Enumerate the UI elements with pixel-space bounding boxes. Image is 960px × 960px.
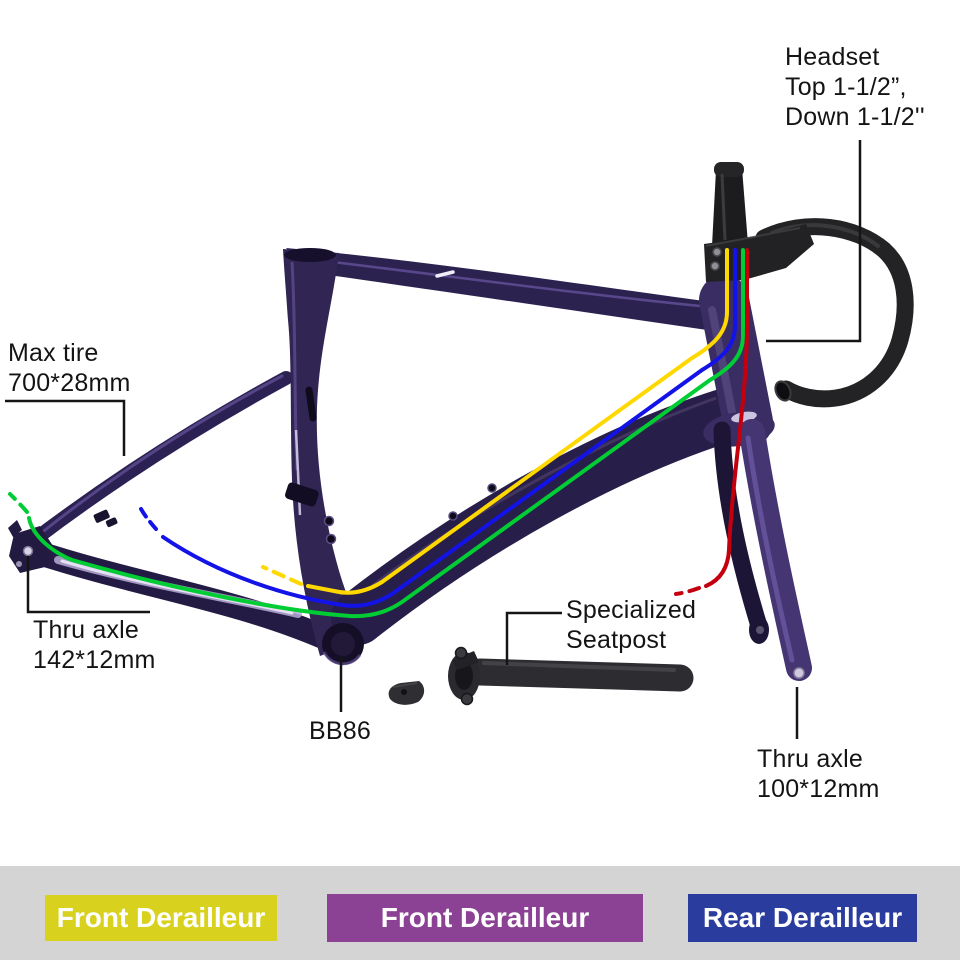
cable-green-line [27, 248, 745, 619]
seatstay-highlight [38, 374, 284, 536]
stem [704, 224, 814, 282]
leader-thru-axle-rear [26, 556, 150, 614]
seatstay-port-2 [105, 517, 118, 528]
rear-dropout-hook [8, 520, 22, 537]
cable-blue-line [161, 248, 737, 608]
annotation-thru-axle-rear: Thru axle 142*12mm [33, 616, 156, 674]
down-tube-top-highlight [371, 396, 717, 588]
seatstay-port [93, 509, 110, 523]
leader-headset [766, 140, 862, 343]
top-tube-reflection-dash [435, 270, 455, 278]
annotation-bb86: BB86 [309, 717, 371, 745]
seatpost-wedge-highlight [392, 682, 418, 688]
seatpost-wedge-slot [305, 386, 317, 422]
handlebar-assembly [704, 162, 914, 408]
seatpost-body [466, 658, 694, 692]
cable-routes [8, 248, 749, 619]
steerer-spacers [712, 168, 748, 246]
leader-lines [5, 140, 862, 739]
head-tube-gloss [708, 306, 736, 416]
cable-yellow-line [306, 248, 729, 595]
seatpost-top-highlight [482, 661, 676, 672]
seatpost-bolt-bottom [460, 692, 474, 706]
fork-blade-near [713, 421, 768, 635]
stem-edge-highlight [705, 227, 801, 247]
steerer-highlight [720, 173, 727, 241]
cable-green-dashed [8, 492, 29, 514]
fd-mount-bolt-1 [323, 515, 335, 527]
seatpost-parts [388, 646, 694, 706]
top-tube-highlight [299, 256, 701, 308]
seatpost-bolt-top [454, 646, 468, 660]
annotation-seatpost: Specialized Seatpost [566, 596, 697, 654]
cable-yellow-dashed [261, 565, 303, 586]
rear-dropout-bolt [16, 561, 22, 567]
handlebar-end-opening [774, 380, 792, 402]
stem-bolt-1 [712, 247, 722, 257]
legend-button-front-derailleur-1[interactable]: Front Derailleur [45, 895, 277, 941]
rear-triangle [8, 371, 342, 652]
bb-bore [331, 632, 355, 656]
rear-axle-hole [22, 545, 34, 557]
seat-tube [283, 249, 366, 656]
annotation-max-tire: Max tire 700*28mm [8, 339, 131, 397]
saddle-clamp-slot [284, 248, 336, 262]
leader-seatpost [505, 611, 562, 665]
seatpost-head-tab [452, 651, 479, 670]
seatstay [27, 371, 293, 547]
steerer-top-cap [714, 162, 744, 177]
legend-button-front-derailleur-2[interactable]: Front Derailleur [327, 894, 643, 942]
cable-red-line [704, 248, 749, 588]
seatpost-wedge-hole [401, 689, 407, 695]
down-tube [331, 385, 763, 645]
fork-blade-near-hole [756, 626, 764, 634]
annotation-headset: Headset Top 1-1/2”, Down 1-1/2'' [785, 43, 925, 131]
fd-mount-bolt-2 [325, 533, 337, 545]
chain-catcher [285, 482, 319, 507]
down-tube-boss-1 [448, 511, 458, 521]
bottom-bracket [322, 623, 364, 666]
front-axle-hole [793, 667, 805, 679]
legend-button-rear-derailleur[interactable]: Rear Derailleur [688, 894, 917, 942]
chainstay-chrome-core [60, 559, 294, 615]
top-tube [286, 248, 722, 331]
cable-red-dashed [674, 586, 701, 596]
fork-blade-far [739, 419, 812, 681]
fork-blade-far-highlight [745, 435, 795, 663]
fork [703, 411, 812, 681]
stem-bolt-2 [710, 261, 720, 271]
annotation-thru-axle-front: Thru axle 100*12mm [757, 745, 880, 803]
leader-max-tire [5, 399, 126, 456]
down-tube-boss-2 [487, 483, 497, 493]
cable-blue-dashed [139, 507, 158, 531]
handlebar-top-highlight [770, 223, 880, 248]
